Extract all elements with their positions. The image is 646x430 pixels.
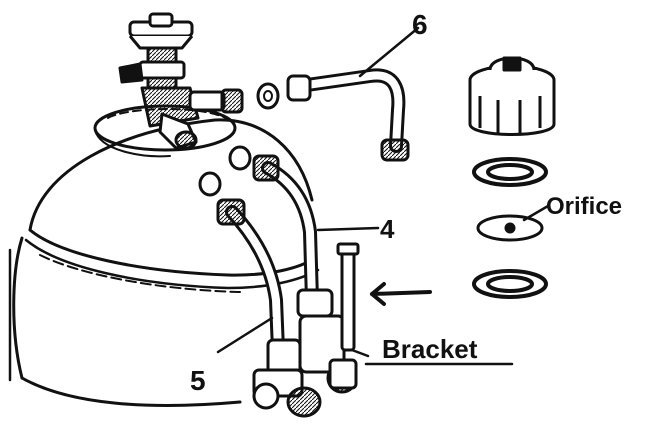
- bracket-arrow: [370, 282, 432, 306]
- leader-6: [358, 26, 420, 78]
- cylinder-wall: [12, 236, 24, 380]
- pipe-6: [286, 68, 410, 162]
- washer-bottom: [472, 269, 548, 299]
- label-6: 6: [412, 9, 428, 40]
- cap-nut: [468, 56, 556, 136]
- orifice-disc: [476, 214, 544, 242]
- leader-5: [216, 316, 274, 354]
- bracket-bolt: [336, 242, 360, 352]
- label-4: 4: [380, 214, 395, 244]
- leader-orifice: [522, 204, 550, 222]
- cylinder-collar: [28, 228, 317, 277]
- leader-bracket: [350, 348, 370, 358]
- label-5: 5: [190, 365, 206, 396]
- label-bracket: Bracket: [382, 334, 478, 364]
- leader-lines: [216, 26, 550, 366]
- gas-cylinder: [8, 104, 320, 407]
- cylinder-valve: [118, 12, 244, 150]
- pipe-4: [252, 154, 334, 318]
- pipe-5: [216, 198, 285, 357]
- seal-ring-5: [198, 171, 222, 197]
- label-orifice: Orifice: [546, 193, 622, 220]
- washer-top: [472, 157, 548, 187]
- leader-4: [316, 226, 380, 232]
- seal-ring-4: [228, 145, 252, 171]
- cylinder-dome: [28, 118, 314, 232]
- regulator-block: [252, 314, 358, 418]
